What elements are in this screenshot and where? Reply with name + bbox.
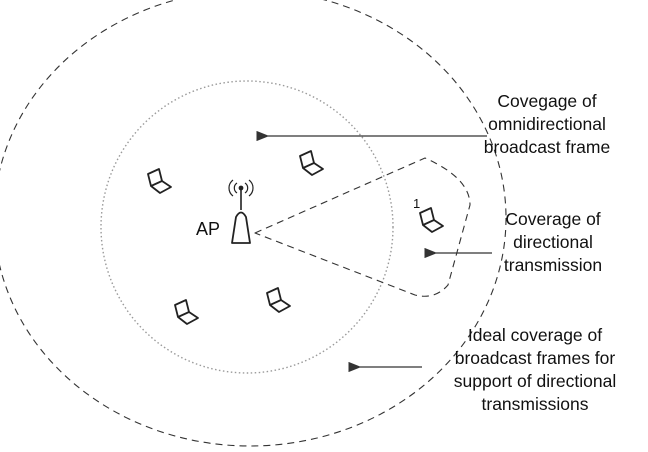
- station-number-label: 1: [413, 196, 420, 211]
- laptop-icon: [299, 150, 324, 176]
- omni-coverage-circle: [100, 80, 394, 374]
- antenna-icon: [228, 179, 254, 244]
- ap-label: AP: [196, 219, 220, 239]
- laptop-icon: [174, 299, 199, 325]
- ideal-coverage-label: Ideal coverage of broadcast frames for s…: [453, 325, 617, 414]
- laptop-icon: [419, 207, 444, 233]
- directional-beam: [254, 157, 471, 297]
- laptop-icon: [266, 287, 291, 313]
- laptop-icon: [147, 168, 172, 194]
- directional-coverage-label: Coverage of directional transmission: [503, 209, 603, 275]
- ideal-coverage-circle: [0, 0, 507, 447]
- omni-coverage-label: Covegage of omnidirectional broadcast fr…: [483, 91, 611, 157]
